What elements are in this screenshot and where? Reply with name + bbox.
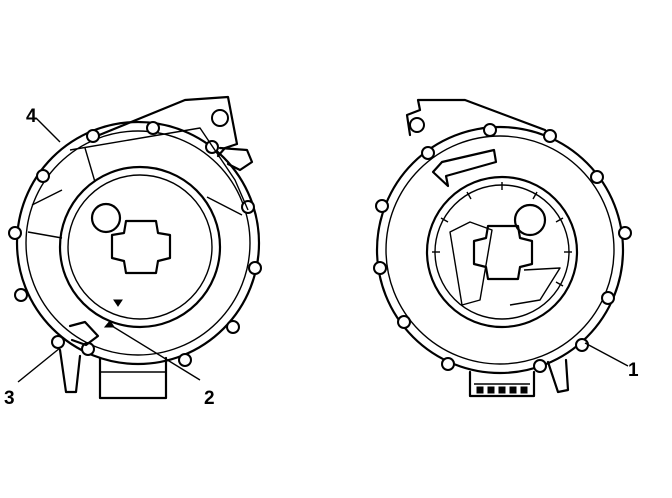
left-clockspring-front-view <box>8 95 262 400</box>
callout-label-1: 1 <box>628 360 639 381</box>
mounting-boss-right <box>373 123 632 373</box>
callout-label-2: 2 <box>204 388 215 409</box>
right-clockspring-rear-view <box>373 98 632 398</box>
connector-pins <box>476 386 528 394</box>
callout-label-4: 4 <box>26 106 37 127</box>
callout-label-3: 3 <box>4 388 15 409</box>
